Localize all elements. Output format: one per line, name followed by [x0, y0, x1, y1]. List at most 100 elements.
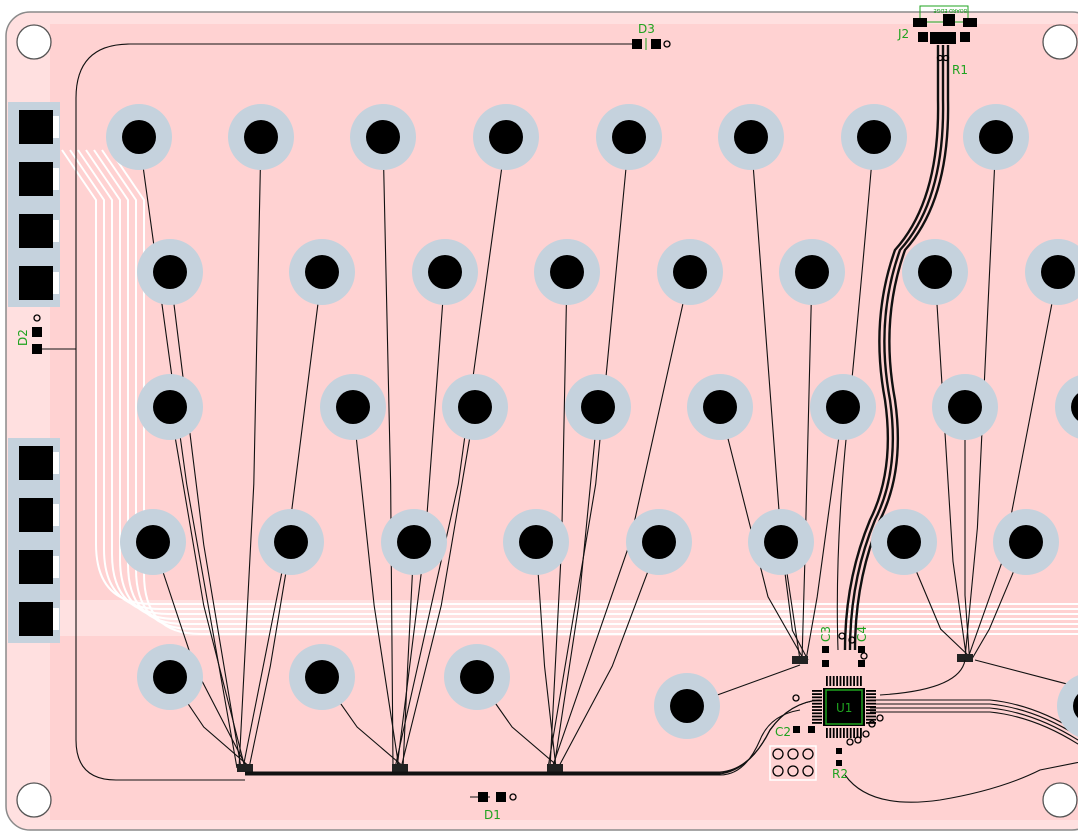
- touch-pad-hole: [1041, 255, 1075, 289]
- edge-pad: [19, 550, 53, 584]
- edge-connector-pads: [8, 102, 60, 643]
- mounting-hole: [1042, 782, 1078, 818]
- d1-via: [509, 793, 517, 801]
- c2-pad: [808, 726, 815, 733]
- touch-pad-hole: [460, 660, 494, 694]
- trace: [964, 136, 997, 659]
- edge-pad-contact: [53, 116, 59, 138]
- u1-pin: [812, 718, 822, 721]
- edge-pad: [19, 602, 53, 636]
- u1-pin: [812, 702, 822, 705]
- u1-pin: [866, 715, 876, 718]
- u1-pin: [832, 728, 835, 738]
- trace: [547, 136, 630, 769]
- edge-pad-contact: [53, 220, 59, 242]
- touch-pad-hole: [305, 660, 339, 694]
- keepout-channel: [109, 149, 1078, 635]
- edge-pad: [19, 162, 53, 196]
- u1-pin: [812, 715, 822, 718]
- header-pin: [787, 765, 799, 777]
- u1-pin: [832, 676, 835, 686]
- u1-pin: [846, 676, 849, 686]
- label-c4: C4: [855, 626, 869, 642]
- trace: [844, 759, 1078, 803]
- j2-pad: [913, 18, 927, 27]
- edge-pad-contact: [53, 272, 59, 294]
- mounting-hole: [16, 782, 52, 818]
- d1-pad: [478, 792, 488, 802]
- trace: [553, 406, 599, 769]
- trace: [557, 541, 660, 769]
- u1-pin: [826, 676, 828, 686]
- label-d2: D2: [16, 329, 30, 346]
- touch-pad-hole: [612, 120, 646, 154]
- via: [876, 714, 884, 722]
- touch-pad-hole: [642, 525, 676, 559]
- trace: [836, 136, 875, 651]
- u1-pin: [829, 676, 832, 686]
- u1-pin: [856, 676, 859, 686]
- u1-pin: [812, 709, 822, 711]
- mounting-hole: [1042, 24, 1078, 60]
- u1-pin: [866, 706, 876, 708]
- d3-pad: [632, 39, 642, 49]
- touch-pad-hole: [979, 120, 1013, 154]
- u1-pin: [866, 699, 876, 702]
- c3-pad: [822, 660, 829, 667]
- label-board-edge: BOARD EDGE: [933, 7, 967, 13]
- via-cluster: [237, 764, 253, 772]
- trace: [853, 45, 950, 651]
- via: [838, 632, 846, 640]
- u1-pin: [812, 712, 822, 715]
- touch-pad-grid: [106, 104, 1078, 739]
- j2-pad: [960, 32, 970, 42]
- touch-pad-hole: [887, 525, 921, 559]
- trace: [535, 541, 557, 769]
- via: [860, 652, 868, 660]
- u1-pin: [866, 718, 876, 721]
- touch-pad-hole: [581, 390, 615, 424]
- u1-pin: [812, 699, 822, 702]
- edge-pad: [19, 110, 53, 144]
- trace: [248, 541, 292, 769]
- header-pin: [772, 765, 784, 777]
- edge-pad: [19, 498, 53, 532]
- mounting-hole: [16, 24, 52, 60]
- j2-pad: [963, 18, 977, 27]
- label-r1: R1: [952, 63, 968, 77]
- c4-pad: [858, 660, 865, 667]
- u1-pin: [836, 728, 838, 738]
- d2-pad: [32, 344, 42, 354]
- u1-pin: [836, 676, 838, 686]
- touch-pad-hole: [764, 525, 798, 559]
- u1-pin: [866, 696, 876, 699]
- u1-pin: [843, 728, 845, 738]
- u1-outline: [825, 689, 863, 725]
- trace: [964, 407, 971, 659]
- touch-pad-hole: [366, 120, 400, 154]
- via: [846, 738, 854, 746]
- c4-pad: [858, 646, 865, 653]
- u1-pin: [812, 722, 822, 724]
- u1-pin: [843, 676, 845, 686]
- j2-pad: [918, 32, 928, 42]
- d2-pad: [32, 327, 42, 337]
- trace: [400, 406, 476, 769]
- touch-pad-hole: [489, 120, 523, 154]
- touch-pad-hole: [153, 660, 187, 694]
- edge-pad-contact: [53, 504, 59, 526]
- touch-pad-hole: [122, 120, 156, 154]
- u1-pin: [866, 690, 876, 692]
- d3-via: [663, 40, 671, 48]
- label-r2: R2: [832, 767, 848, 781]
- touch-pad-hole: [918, 255, 952, 289]
- trace: [843, 45, 940, 651]
- touch-pad-hole: [703, 390, 737, 424]
- touch-pad-hole: [153, 390, 187, 424]
- u1-pin: [839, 728, 842, 738]
- touch-pad-hole: [670, 689, 704, 723]
- mounting-holes: [16, 24, 1078, 818]
- u1-pin: [866, 722, 876, 724]
- u1-pin: [866, 693, 876, 695]
